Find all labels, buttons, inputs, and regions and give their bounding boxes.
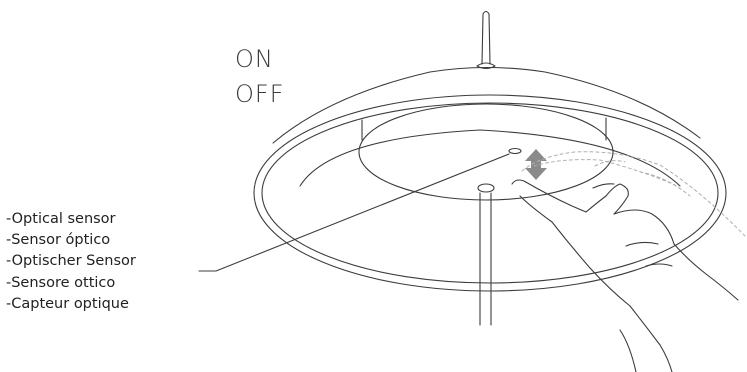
up-down-arrow-icon xyxy=(525,149,547,180)
sensor-label-list: -Optical sensor -Sensor óptico -Optische… xyxy=(6,209,136,315)
lamp-rim-inner xyxy=(261,102,719,284)
ghost-hand xyxy=(521,151,746,237)
sensor-label-it: -Sensore ottico xyxy=(6,274,116,291)
hand xyxy=(511,179,739,372)
sensor-label-de: -Optischer Sensor xyxy=(6,253,136,270)
off-label: OFF xyxy=(235,80,285,108)
sensor-label-en: -Optical sensor xyxy=(6,211,116,227)
sensor-label-fr: -Capteur optique xyxy=(6,295,129,312)
sensor-label-es: -Sensor óptico xyxy=(6,232,111,249)
lamp-pole xyxy=(479,192,492,326)
lamp-shade xyxy=(272,66,701,144)
lamp-pole-socket xyxy=(477,183,495,193)
lamp-light-disc xyxy=(358,103,614,201)
sensor-leader-line xyxy=(198,153,510,272)
lamp-rim-outer xyxy=(253,94,727,292)
lamp-antenna xyxy=(481,10,491,65)
optical-sensor xyxy=(508,147,522,155)
on-label: ON xyxy=(235,45,274,73)
lamp-inner-shade xyxy=(299,129,681,187)
